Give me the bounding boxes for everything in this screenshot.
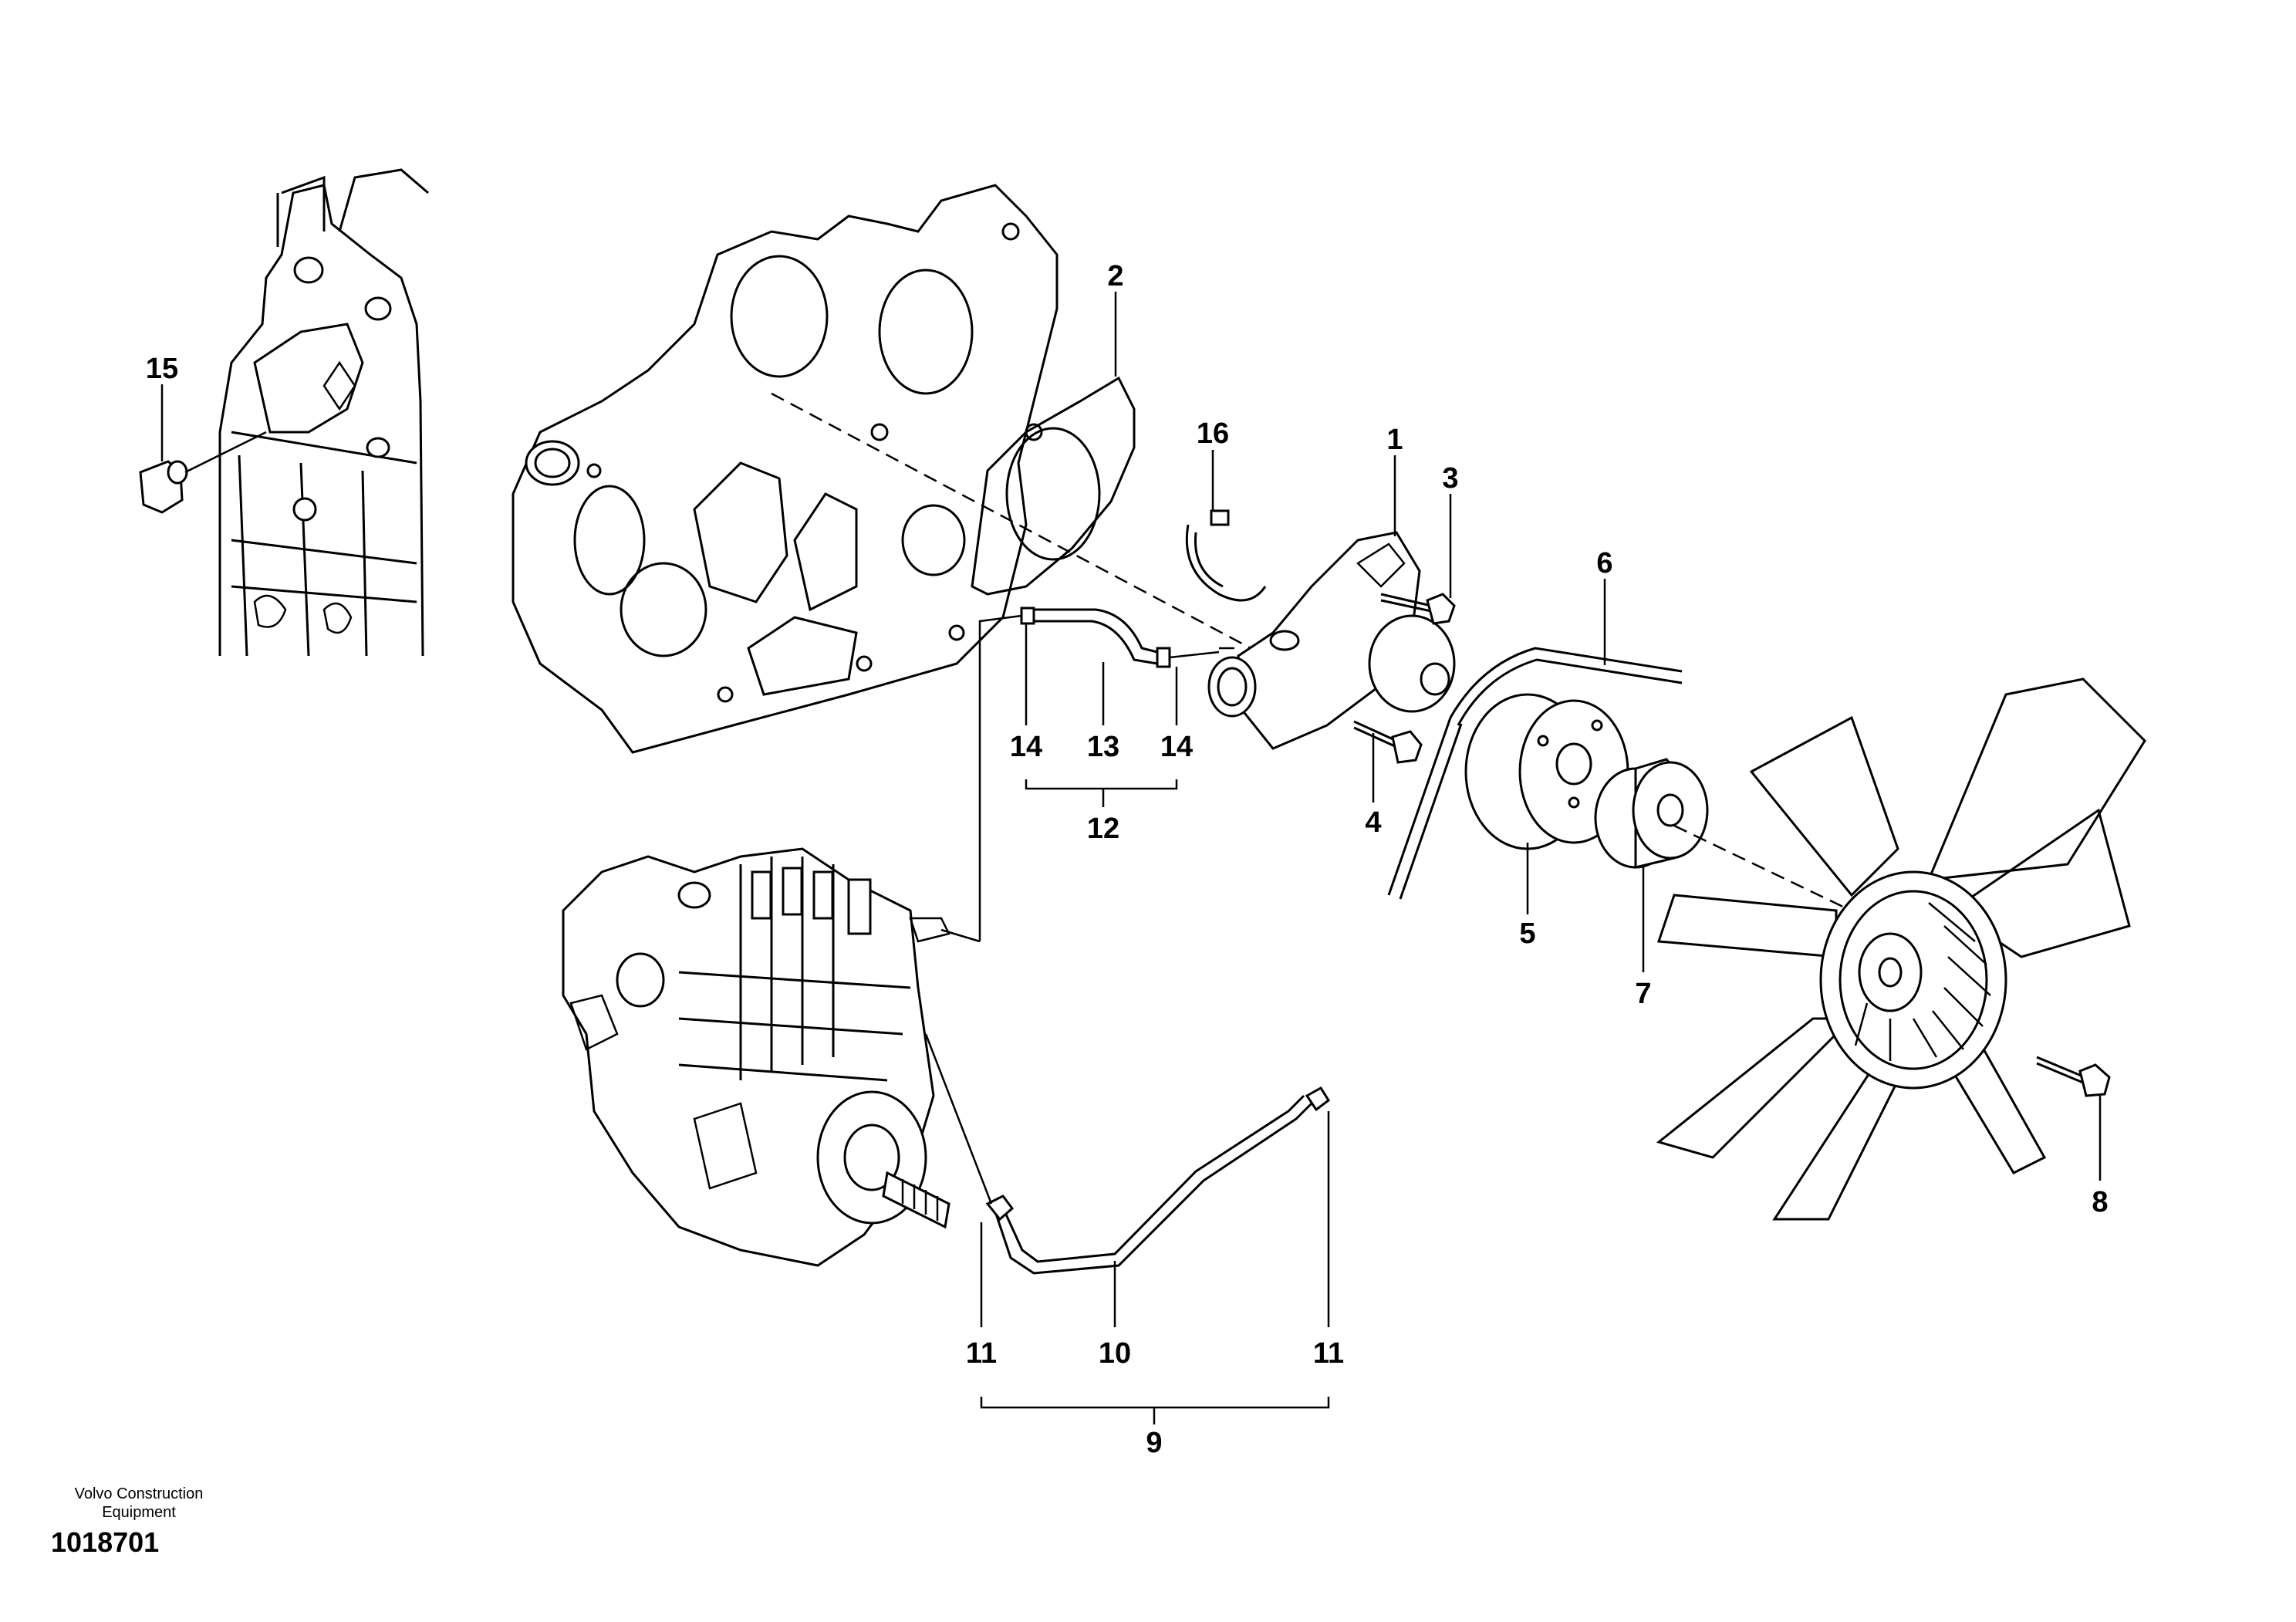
hose-assembly-part-9[interactable] bbox=[924, 1033, 1331, 1275]
callout-16: 16 bbox=[1197, 417, 1229, 450]
callout-5: 5 bbox=[1519, 917, 1535, 950]
callout-3: 3 bbox=[1442, 462, 1458, 495]
plug-part-15[interactable] bbox=[139, 431, 267, 514]
company-name: Volvo Construction Equipment bbox=[46, 1485, 231, 1522]
clamp-part-16[interactable] bbox=[1185, 509, 1267, 602]
v-belt-part-6[interactable] bbox=[1387, 647, 1683, 900]
callout-4: 4 bbox=[1365, 806, 1381, 839]
callout-14-left: 14 bbox=[1010, 731, 1042, 763]
gear-case-cover bbox=[512, 184, 1059, 754]
company-line-2: Equipment bbox=[102, 1504, 176, 1521]
fan-part-8[interactable] bbox=[1656, 678, 2146, 1221]
bolt-part-4[interactable] bbox=[1353, 720, 1423, 764]
callout-labels: 1 2 3 4 5 6 7 8 9 10 11 11 12 13 14 14 1… bbox=[146, 260, 2109, 1459]
hose-assembly-part-12[interactable] bbox=[1020, 607, 1220, 668]
callout-15: 15 bbox=[146, 353, 178, 385]
document-number: 1018701 bbox=[51, 1526, 160, 1558]
callout-7: 7 bbox=[1635, 978, 1651, 1010]
engine-block-fragment bbox=[218, 168, 429, 657]
callout-10: 10 bbox=[1099, 1337, 1131, 1370]
bolt-part-3[interactable] bbox=[1380, 593, 1456, 625]
gasket-part-2[interactable] bbox=[971, 376, 1136, 596]
callout-2: 2 bbox=[1107, 260, 1123, 292]
callout-leaders bbox=[160, 292, 2102, 1424]
callout-6: 6 bbox=[1596, 547, 1612, 580]
callout-8: 8 bbox=[2092, 1186, 2108, 1218]
callout-11-right: 11 bbox=[1313, 1337, 1344, 1370]
callout-14-right: 14 bbox=[1160, 731, 1193, 763]
spacer-part-7[interactable] bbox=[1594, 758, 1709, 869]
callout-11-left: 11 bbox=[966, 1337, 997, 1370]
company-line-1: Volvo Construction bbox=[74, 1485, 204, 1502]
water-pump-part-1[interactable] bbox=[1207, 531, 1456, 750]
callout-13: 13 bbox=[1087, 731, 1119, 763]
callout-12: 12 bbox=[1087, 813, 1119, 845]
injection-pump bbox=[562, 847, 981, 1267]
callout-9: 9 bbox=[1146, 1427, 1162, 1459]
callout-1: 1 bbox=[1386, 424, 1403, 456]
